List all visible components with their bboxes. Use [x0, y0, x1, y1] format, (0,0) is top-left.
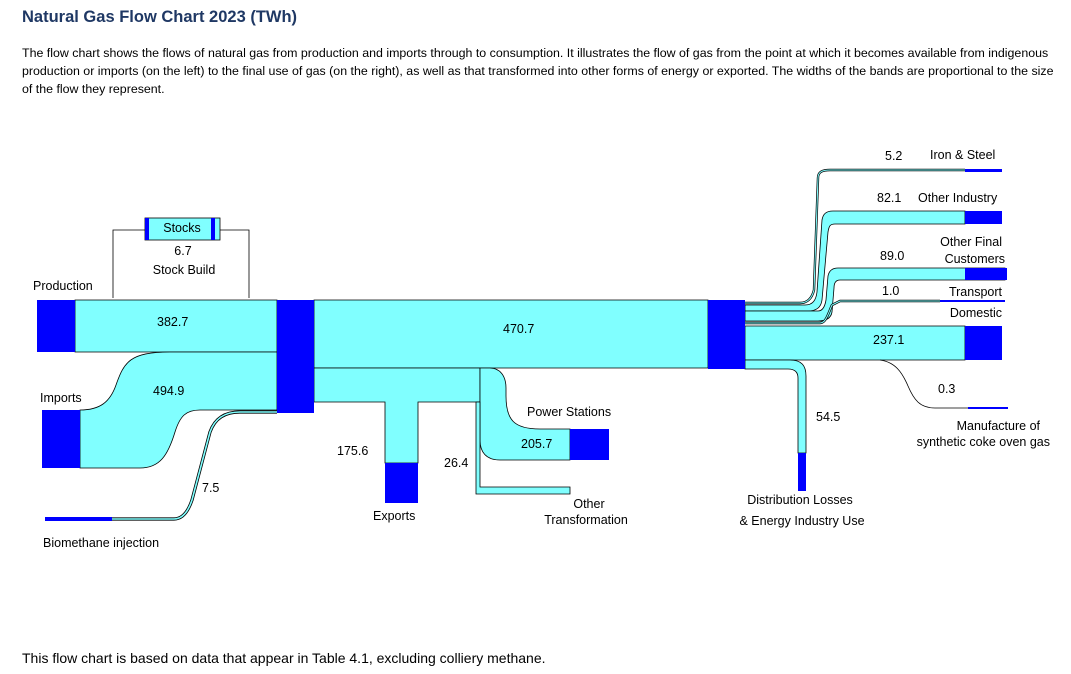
- distribution-losses-label-1: Distribution Losses: [747, 493, 853, 507]
- other-transformation-value: 26.4: [444, 456, 468, 470]
- other-final-node: [1005, 268, 1007, 280]
- hub-node: [277, 300, 314, 413]
- imports-flow: [79, 351, 278, 469]
- power-stations-value: 205.7: [521, 437, 552, 451]
- other-transformation-label-2: Transformation: [544, 513, 628, 527]
- distribution-losses-node: [798, 453, 806, 491]
- biomethane-value: 7.5: [202, 481, 219, 495]
- iron-steel-node: [965, 169, 1002, 172]
- other-final-label-2: Customers: [945, 252, 1005, 266]
- transport-node: [940, 300, 1005, 302]
- stocks-label: Stocks: [163, 221, 201, 235]
- exports-label: Exports: [373, 509, 415, 523]
- domestic-node: [965, 326, 1002, 360]
- biomethane-label: Biomethane injection: [43, 536, 159, 550]
- power-stations-node: [570, 429, 609, 460]
- transport-label: Transport: [949, 285, 1003, 299]
- domestic-label: Domestic: [950, 306, 1002, 320]
- other-industry-flow: [744, 210, 966, 312]
- production-node: [37, 300, 75, 352]
- footnote-text: This flow chart is based on data that ap…: [22, 650, 546, 666]
- exports-value: 175.6: [337, 444, 368, 458]
- description-text: The flow chart shows the flows of natura…: [22, 46, 1054, 96]
- domestic-value: 237.1: [873, 333, 904, 347]
- other-transformation-label-1: Other: [573, 497, 604, 511]
- distribution-losses-value: 54.5: [816, 410, 840, 424]
- iron-steel-value: 5.2: [885, 149, 902, 163]
- iron-steel-label: Iron & Steel: [930, 148, 995, 162]
- other-industry-node: [965, 211, 1002, 224]
- domestic-flow: [744, 325, 966, 361]
- coke-oven-label-1: Manufacture of: [957, 419, 1041, 433]
- stock-build-flow: [112, 229, 250, 298]
- page-title: Natural Gas Flow Chart 2023 (TWh): [22, 8, 298, 26]
- total-value: 470.7: [503, 322, 534, 336]
- stocks-value: 6.7: [174, 244, 191, 258]
- transport-value: 1.0: [882, 284, 899, 298]
- production-value: 382.7: [157, 315, 188, 329]
- other-transformation-flow: [475, 401, 571, 495]
- power-stations-flow: [479, 367, 571, 461]
- other-final-label-1: Other Final: [940, 235, 1002, 249]
- other-final-value: 89.0: [880, 249, 904, 263]
- production-label: Production: [33, 279, 93, 293]
- coke-oven-node: [968, 407, 1008, 409]
- stock-build-label: Stock Build: [153, 263, 216, 277]
- imports-node: [42, 410, 80, 468]
- distribution-losses-flow: [744, 359, 807, 454]
- biomethane-node: [45, 517, 112, 521]
- imports-label: Imports: [40, 391, 82, 405]
- coke-oven-label-2: synthetic coke oven gas: [917, 435, 1050, 449]
- iron-steel-flow: [745, 168, 965, 305]
- power-stations-label: Power Stations: [527, 405, 611, 419]
- other-industry-value: 82.1: [877, 191, 901, 205]
- coke-oven-value: 0.3: [938, 382, 955, 396]
- imports-value: 494.9: [153, 384, 184, 398]
- coke-oven-flow: [879, 359, 968, 409]
- other-industry-label: Other Industry: [918, 191, 998, 205]
- exports-node: [385, 463, 418, 503]
- other-final-bar: [965, 268, 1005, 280]
- distribution-losses-label-2: & Energy Industry Use: [739, 514, 864, 528]
- distribution-hub-node: [708, 300, 745, 369]
